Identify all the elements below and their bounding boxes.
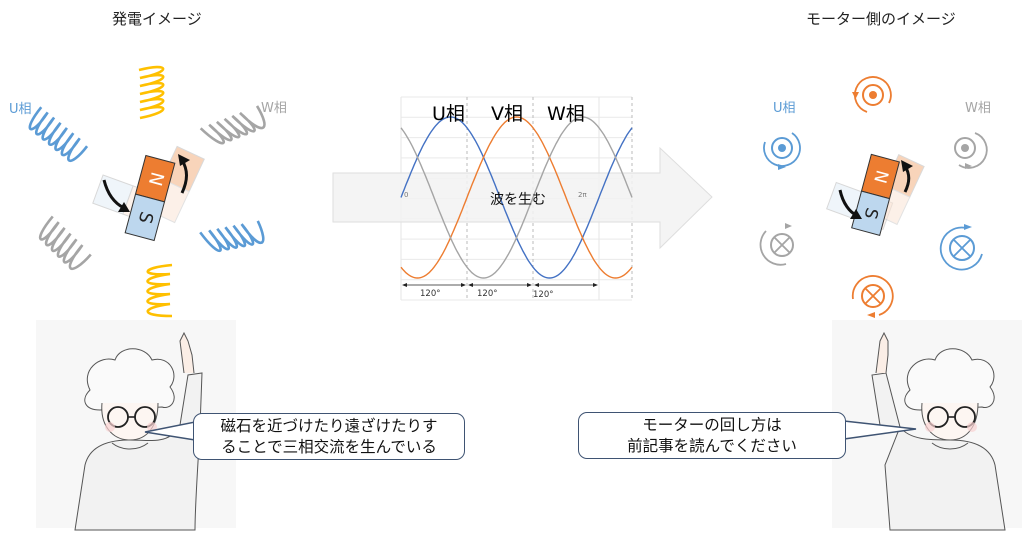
bubble-left: 磁石を近づけたり遠ざけたりす ることで三相交流を生んでいる [193, 413, 465, 460]
wave-v [400, 116, 633, 279]
axis-zero-label: 0 [404, 191, 409, 199]
magnet-n-label: N [144, 170, 168, 188]
coil-current-in-u-icon [939, 224, 983, 271]
coil-current-in-w-icon [759, 223, 794, 266]
bubble-right-line-1: モーターの回し方は [642, 415, 782, 434]
coil-u-right [199, 220, 265, 253]
motor-rotation-arrow-left-icon [838, 189, 862, 219]
left-w-label: W相 [261, 101, 287, 116]
bubble-right: モーターの回し方は 前記事を読んでください [578, 412, 846, 459]
rotation-arrow-left-icon [102, 179, 130, 212]
wave-w [400, 116, 633, 279]
right-u-label: U相 [773, 101, 796, 116]
motor-magnet: N S [851, 153, 900, 236]
coil-current-out-v-icon [852, 76, 892, 113]
bubble-right-line-2: 前記事を読んでください [627, 436, 797, 455]
phase-dimension-arrows [402, 283, 598, 287]
left-title: 発電イメージ [112, 10, 202, 28]
coil-v-bottom [146, 263, 173, 318]
coil-w-right [199, 105, 266, 145]
wave-label-w: W相 [547, 103, 585, 125]
bubble-left-line-2: ることで三相交流を生んでいる [221, 437, 437, 456]
right-title: モーター側のイメージ [806, 10, 956, 28]
axis-two-pi-label: 2π [578, 191, 587, 199]
big-arrow [332, 146, 713, 250]
character-right-illustration [871, 331, 1006, 531]
phase-shift-label-3: 120° [533, 290, 554, 300]
wave-label-u: U相 [432, 103, 465, 125]
motor-diagram: N S [759, 76, 988, 318]
motor-rotation-arrow-right-icon [901, 160, 913, 193]
magnet-s-label: S [134, 209, 157, 225]
coil-v-top [138, 65, 165, 120]
arrow-text: 波を生む [490, 192, 546, 208]
magnet: N S [124, 154, 176, 242]
wave-label-v: V相 [491, 103, 523, 125]
chart-waves [400, 116, 633, 279]
coil-current-in-v-icon [851, 275, 894, 318]
phase-shift-label-1: 120° [420, 289, 441, 299]
motor-magnet-s-label: S [860, 205, 882, 221]
coil-u-left [28, 106, 89, 163]
dimension-arrowhead-right [593, 283, 598, 287]
bubble-left-line-1: 磁石を近づけたり遠ざけたりす [220, 416, 438, 435]
bubble-right-tail [840, 420, 917, 440]
rotation-arrow-right-icon [178, 154, 190, 194]
left-u-label: U相 [9, 102, 32, 117]
right-w-label: W相 [965, 101, 991, 116]
dimension-arrowhead-right [527, 283, 532, 287]
dimension-arrowhead-right [461, 283, 466, 287]
phase-shift-label-2: 120° [477, 289, 498, 299]
dimension-arrowhead-left [402, 283, 407, 287]
motor-magnet-n-label: N [869, 168, 892, 185]
coil-w-left [38, 215, 92, 271]
generator-diagram: N S [28, 65, 266, 318]
coil-current-out-w-icon [954, 132, 988, 169]
coil-current-out-u-icon [763, 132, 801, 170]
dimension-arrowhead-left [468, 283, 473, 287]
dimension-arrowhead-left [534, 283, 539, 287]
character-left-illustration [74, 331, 203, 531]
